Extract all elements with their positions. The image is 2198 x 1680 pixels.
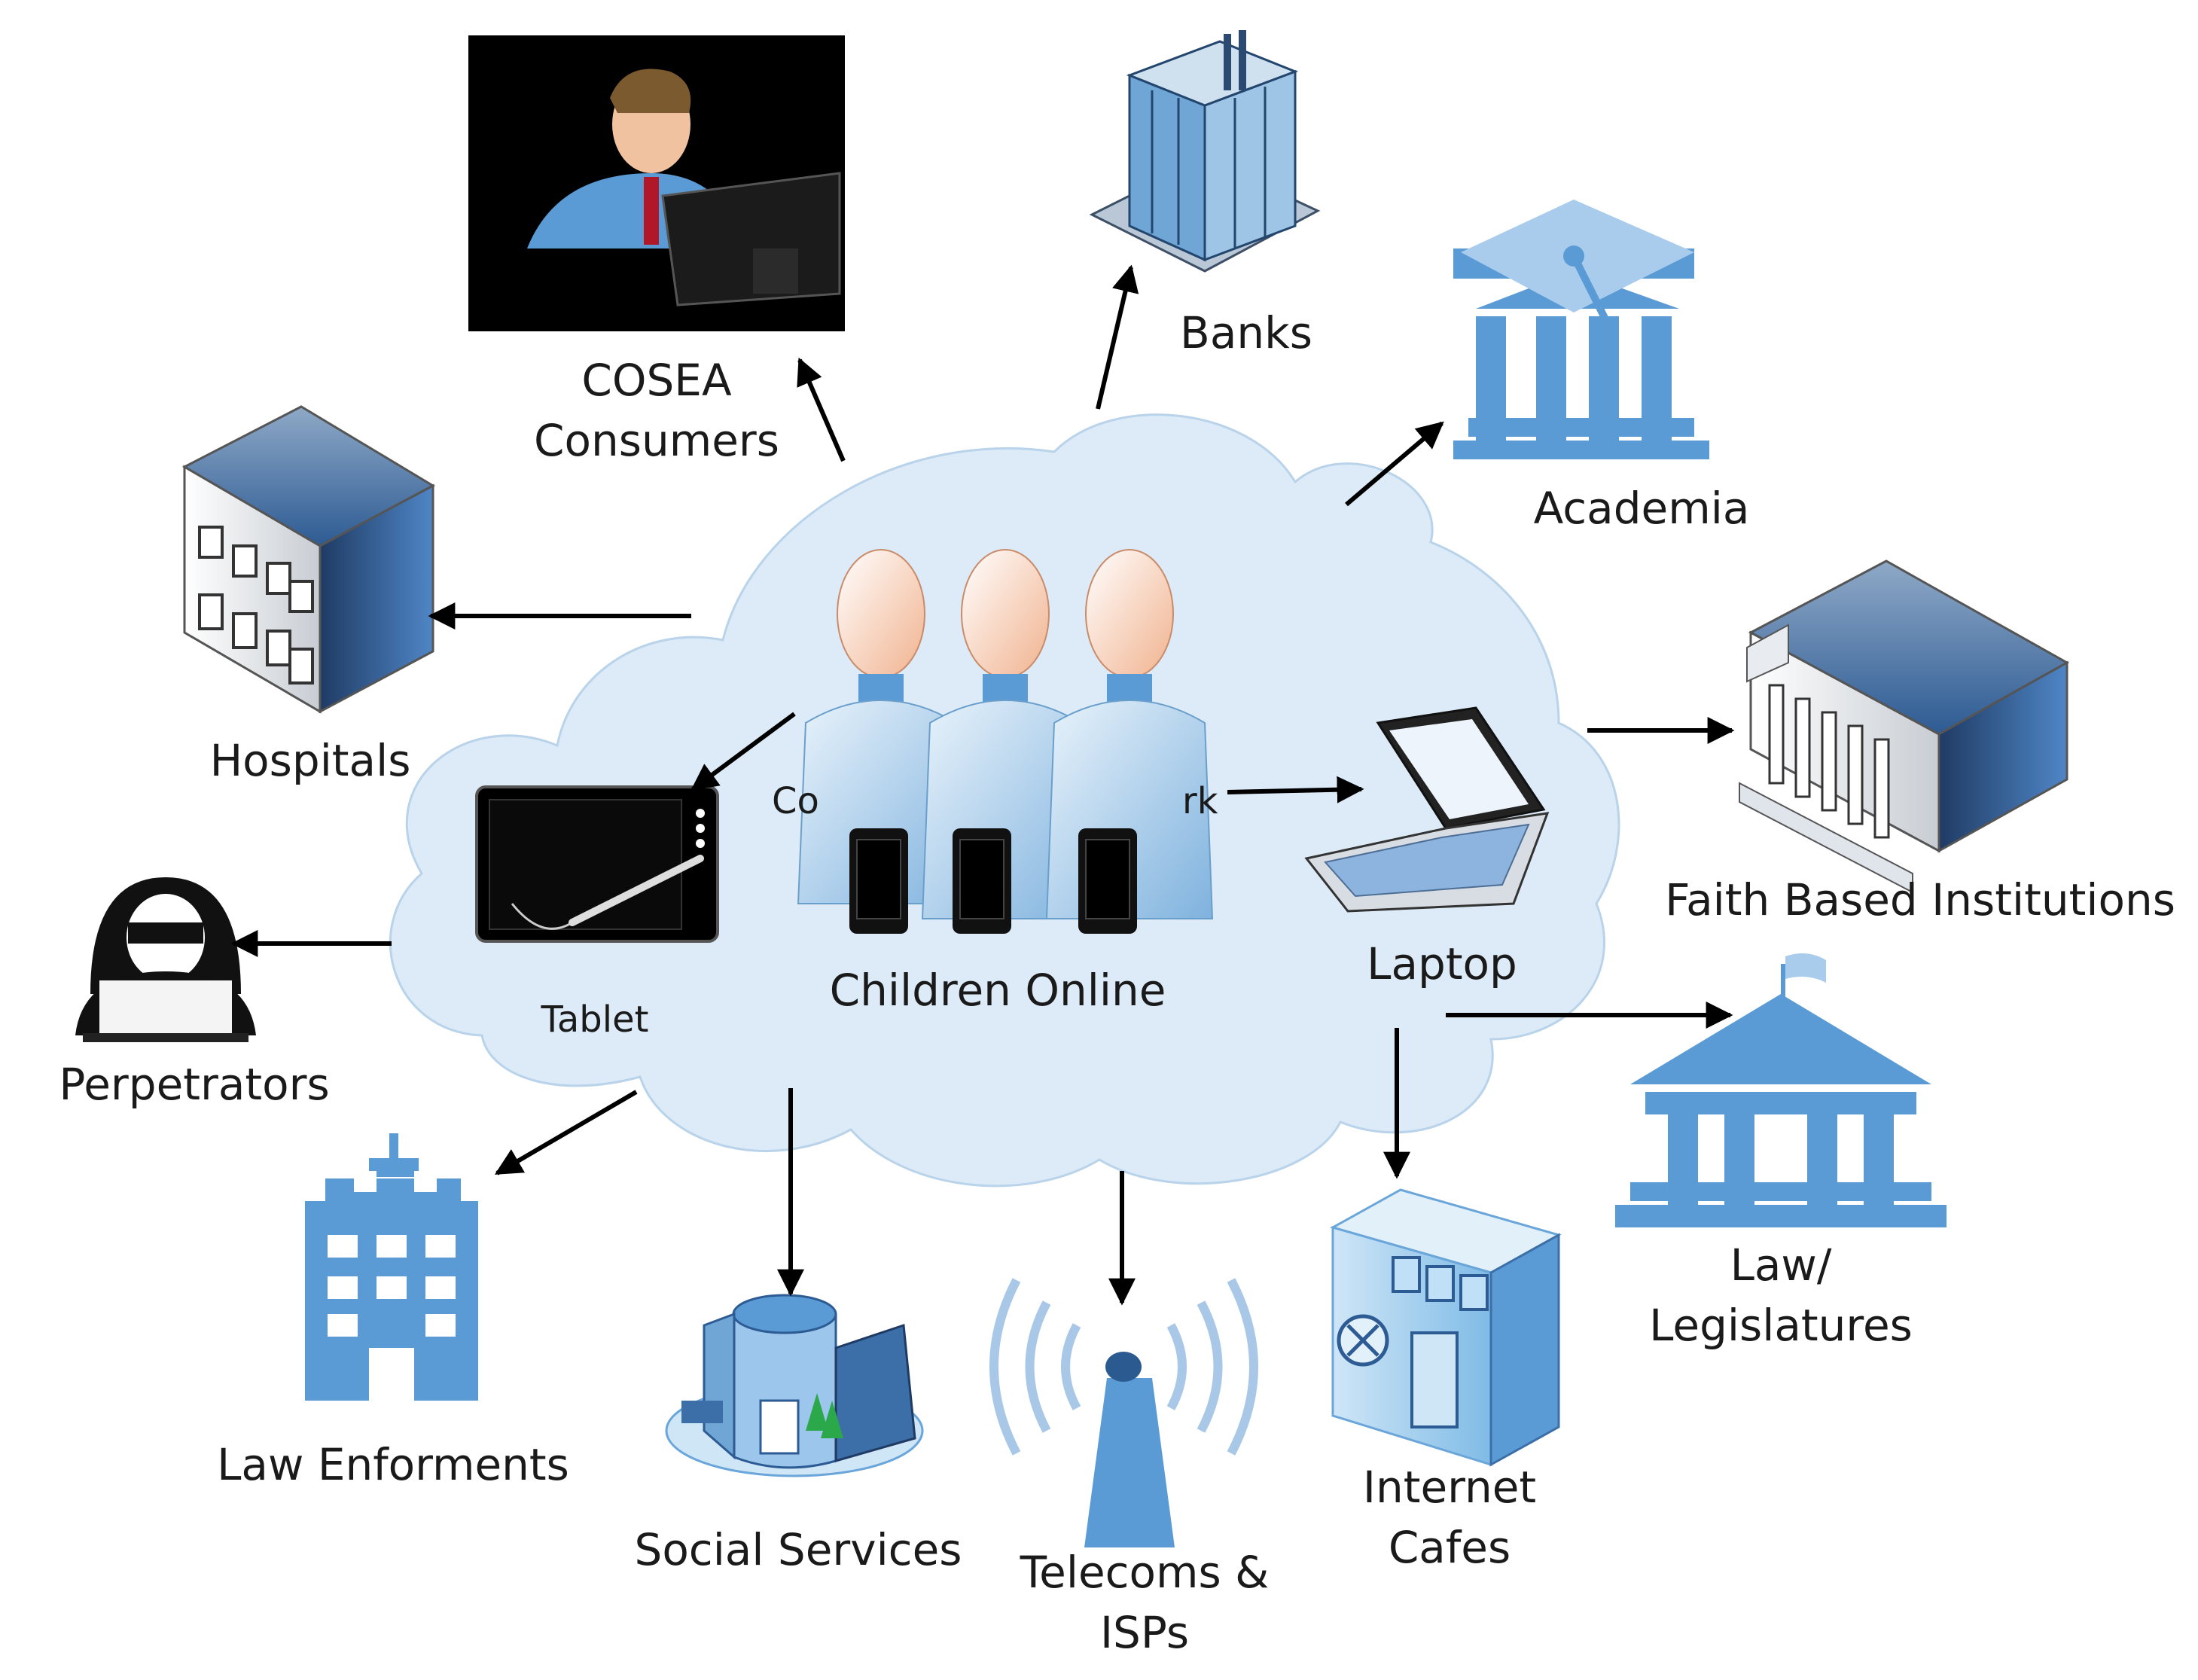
telecoms-label-line1: Telecoms &	[1020, 1547, 1270, 1598]
laptop-icon	[1304, 706, 1550, 913]
banks-label: Banks	[1180, 307, 1312, 358]
tablet-label: Tablet	[541, 999, 649, 1041]
internet-cafe-icon	[1330, 1188, 1562, 1467]
tablet-icon	[475, 785, 719, 943]
children-group-icon	[797, 549, 1214, 934]
arrow-to-laptop	[1227, 776, 1364, 803]
partial-label-right: rk	[1182, 780, 1218, 822]
faith-label: Faith Based Institutions	[1665, 874, 2175, 925]
laptop-label: Laptop	[1367, 938, 1517, 989]
legislature-icon	[1615, 953, 1946, 1227]
academia-icon	[1453, 200, 1709, 459]
telecom-tower-icon	[989, 1278, 1258, 1547]
perpetrators-label: Perpetrators	[59, 1059, 329, 1110]
arrow-to-law-enforcement	[494, 1090, 638, 1175]
law-enforcement-building-icon	[305, 1133, 478, 1401]
partial-label-left: Co	[772, 780, 819, 822]
telecoms-label-line2: ISPs	[1100, 1607, 1189, 1658]
social-services-label: Social Services	[635, 1524, 962, 1575]
bank-building-icon	[1089, 30, 1321, 273]
law-label-line2: Legislatures	[1649, 1300, 1913, 1351]
arrow-to-banks	[1096, 264, 1139, 410]
cafes-label-line1: Internet	[1363, 1462, 1536, 1513]
law-enforcement-label: Law Enforments	[217, 1439, 569, 1490]
perpetrator-hacker-icon	[75, 877, 256, 1042]
hospitals-label: Hospitals	[210, 735, 411, 786]
academia-label: Academia	[1534, 483, 1750, 534]
cosea-consumer-icon	[468, 35, 845, 331]
arrow-to-tablet	[690, 712, 796, 791]
children-online-label: Children Online	[830, 965, 1166, 1016]
cosea-label-line1: COSEA	[581, 355, 732, 406]
law-label-line1: Law/	[1730, 1239, 1832, 1291]
hospital-building-icon	[181, 405, 436, 714]
cafes-label-line2: Cafes	[1389, 1522, 1511, 1573]
cosea-label-line2: Consumers	[534, 415, 779, 466]
social-services-building-icon	[665, 1294, 924, 1477]
arrow-to-cosea	[797, 357, 846, 462]
connector-arrows	[230, 264, 1735, 1306]
arrow-to-academia	[1345, 421, 1444, 507]
faith-institution-icon	[1739, 559, 2070, 894]
